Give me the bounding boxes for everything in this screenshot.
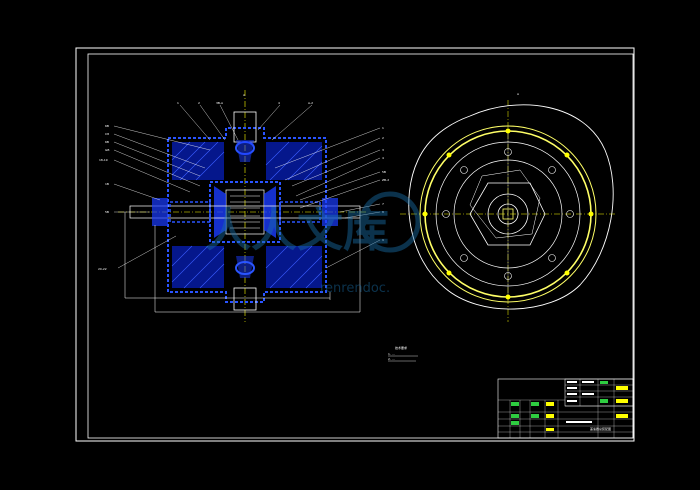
notes-title: 技术要求 bbox=[395, 345, 407, 350]
inner-frame bbox=[87, 53, 634, 439]
callout-left-8: 20-22 bbox=[98, 267, 107, 271]
callout-top-5: A-2 bbox=[308, 101, 313, 105]
callout-top-4: 4 bbox=[278, 101, 280, 105]
callout-right-1: 1 bbox=[382, 126, 384, 130]
callout-right-7: 7 bbox=[382, 202, 384, 206]
callout-right-5: 5B bbox=[382, 170, 386, 174]
callout-left-3: 6B bbox=[105, 140, 109, 144]
callout-right-2: 2 bbox=[382, 136, 384, 140]
callout-right-6: ZB-2 bbox=[382, 178, 389, 182]
watermark: 人人文库 renrendoc. bbox=[205, 191, 421, 296]
callout-right-8: 8 bbox=[382, 210, 384, 214]
callout-right-4: 4 bbox=[382, 156, 384, 160]
watermark-en: renrendoc. bbox=[320, 281, 390, 296]
callout-left-1: 6B bbox=[105, 124, 109, 128]
watermark-cn: 人人文库 bbox=[205, 203, 389, 257]
centerline-label: A bbox=[243, 93, 246, 97]
callout-top-1: 1 bbox=[177, 101, 179, 105]
notes-line-1: 1. ... bbox=[388, 352, 395, 356]
callout-left-4: GB bbox=[105, 148, 109, 152]
callout-right-9: 9 bbox=[382, 238, 384, 242]
title-block-caption: 差速器总装配图 bbox=[590, 426, 611, 431]
outer-frame bbox=[75, 47, 635, 442]
notes-line-2: 2. ... bbox=[388, 357, 395, 361]
title-block: 差速器总装配图 bbox=[497, 378, 634, 439]
callout-left-6: 1B bbox=[105, 182, 109, 186]
callout-left-2: C8 bbox=[105, 132, 109, 136]
callout-left-5: 18-19 bbox=[99, 158, 108, 162]
callout-left-7: 5B bbox=[105, 210, 109, 214]
technical-notes: 技术要求 1. ... 2. ... bbox=[388, 345, 418, 362]
callout-top-2: 2 bbox=[198, 101, 200, 105]
section-view: 6B C8 6B GB 18-19 1B 5B 20-22 1 2 3B-A 4… bbox=[98, 90, 389, 322]
end-view: A bbox=[400, 92, 615, 322]
view-letter: A bbox=[517, 92, 520, 96]
callout-right-3: 3 bbox=[382, 148, 384, 152]
callout-top-3: 3B-A bbox=[216, 101, 224, 105]
